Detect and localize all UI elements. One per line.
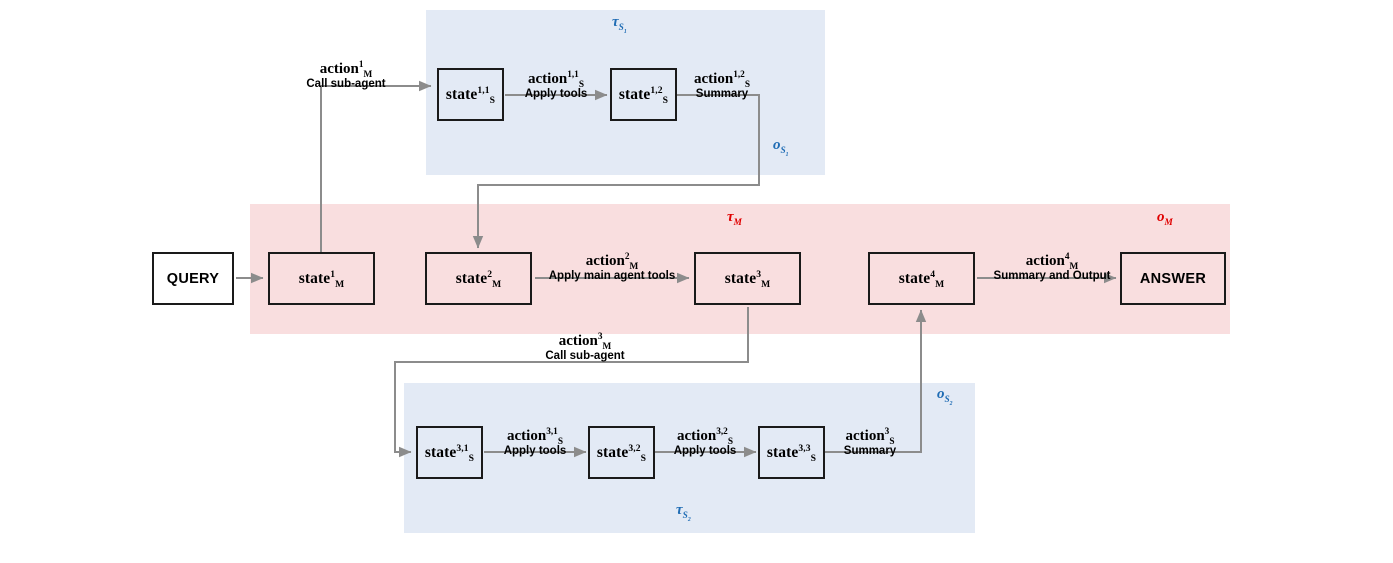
edge-label-action-s3: action3S Summary — [790, 427, 950, 459]
node-state-s32-label: state3,2S — [596, 442, 647, 464]
edge-label-action-s12: action1,2S Summary — [632, 70, 812, 102]
node-answer-label: ANSWER — [1139, 270, 1207, 287]
edge-action-s32-symbol: action3,2S — [677, 427, 733, 447]
region-label-o-s2: oS2 — [937, 386, 953, 407]
region-label-tau-m: τM — [727, 209, 742, 228]
edge-action-s3-caption: Summary — [843, 444, 897, 457]
edge-action-m1-caption: Call sub-agent — [306, 77, 386, 90]
region-label-o-s1: oS1 — [773, 137, 789, 158]
edge-action-m4-caption: Summary and Output — [993, 269, 1111, 282]
edge-label-action-s31: action3,1S Apply tools — [455, 427, 615, 459]
edge-label-action-s32: action3,2S Apply tools — [625, 427, 785, 459]
edge-label-action-m3: action3M Call sub-agent — [485, 332, 685, 364]
node-state-s12-label: state1,2S — [618, 84, 669, 106]
node-state-s12[interactable]: state1,2S — [610, 68, 677, 121]
node-state-m2[interactable]: state2M — [425, 252, 532, 305]
node-state-m1[interactable]: state1M — [268, 252, 375, 305]
node-state-s33-label: state3,3S — [766, 442, 817, 464]
edge-action-m2-symbol: action2M — [585, 252, 639, 272]
node-state-m1-label: state1M — [298, 268, 345, 290]
node-state-m2-label: state2M — [455, 268, 502, 290]
node-state-m4[interactable]: state4M — [868, 252, 975, 305]
node-state-s11-label: state1,1S — [445, 84, 496, 106]
region-label-o-m: oM — [1157, 209, 1173, 228]
edge-action-s31-caption: Apply tools — [503, 444, 567, 457]
edge-action-m3-caption: Call sub-agent — [545, 349, 625, 362]
edge-label-action-m4: action4M Summary and Output — [972, 252, 1132, 284]
edge-label-action-s11: action1,1S Apply tools — [476, 70, 636, 102]
edge-label-action-m1: action1M Call sub-agent — [266, 60, 426, 92]
edge-action-s32-caption: Apply tools — [673, 444, 737, 457]
node-state-s32[interactable]: state3,2S — [588, 426, 655, 479]
edge-action-s31-symbol: action3,1S — [507, 427, 563, 447]
node-query[interactable]: QUERY — [152, 252, 234, 305]
node-state-s31-label: state3,1S — [424, 442, 475, 464]
edge-action-s12-caption: Summary — [695, 87, 749, 100]
node-state-m3-label: state3M — [724, 268, 771, 290]
node-query-label: QUERY — [166, 270, 220, 287]
edge-action-m3-symbol: action3M — [558, 332, 612, 352]
node-state-s33[interactable]: state3,3S — [758, 426, 825, 479]
edge-label-action-m2: action2M Apply main agent tools — [532, 252, 692, 284]
node-state-s11[interactable]: state1,1S — [437, 68, 504, 121]
edge-action-s3-symbol: action3S — [845, 427, 895, 447]
node-answer[interactable]: ANSWER — [1120, 252, 1226, 305]
edge-action-s11-symbol: action1,1S — [528, 70, 584, 90]
node-state-s31[interactable]: state3,1S — [416, 426, 483, 479]
edge-action-m1-symbol: action1M — [319, 60, 373, 80]
node-state-m4-label: state4M — [898, 268, 945, 290]
edge-action-s11-caption: Apply tools — [524, 87, 588, 100]
node-state-m3[interactable]: state3M — [694, 252, 801, 305]
region-label-tau-s1: τS1 — [612, 14, 627, 35]
edge-action-s12-symbol: action1,2S — [694, 70, 750, 90]
region-label-tau-s2: τS2 — [676, 502, 691, 523]
edge-action-m4-symbol: action4M — [1025, 252, 1079, 272]
edge-action-m2-caption: Apply main agent tools — [548, 269, 676, 282]
